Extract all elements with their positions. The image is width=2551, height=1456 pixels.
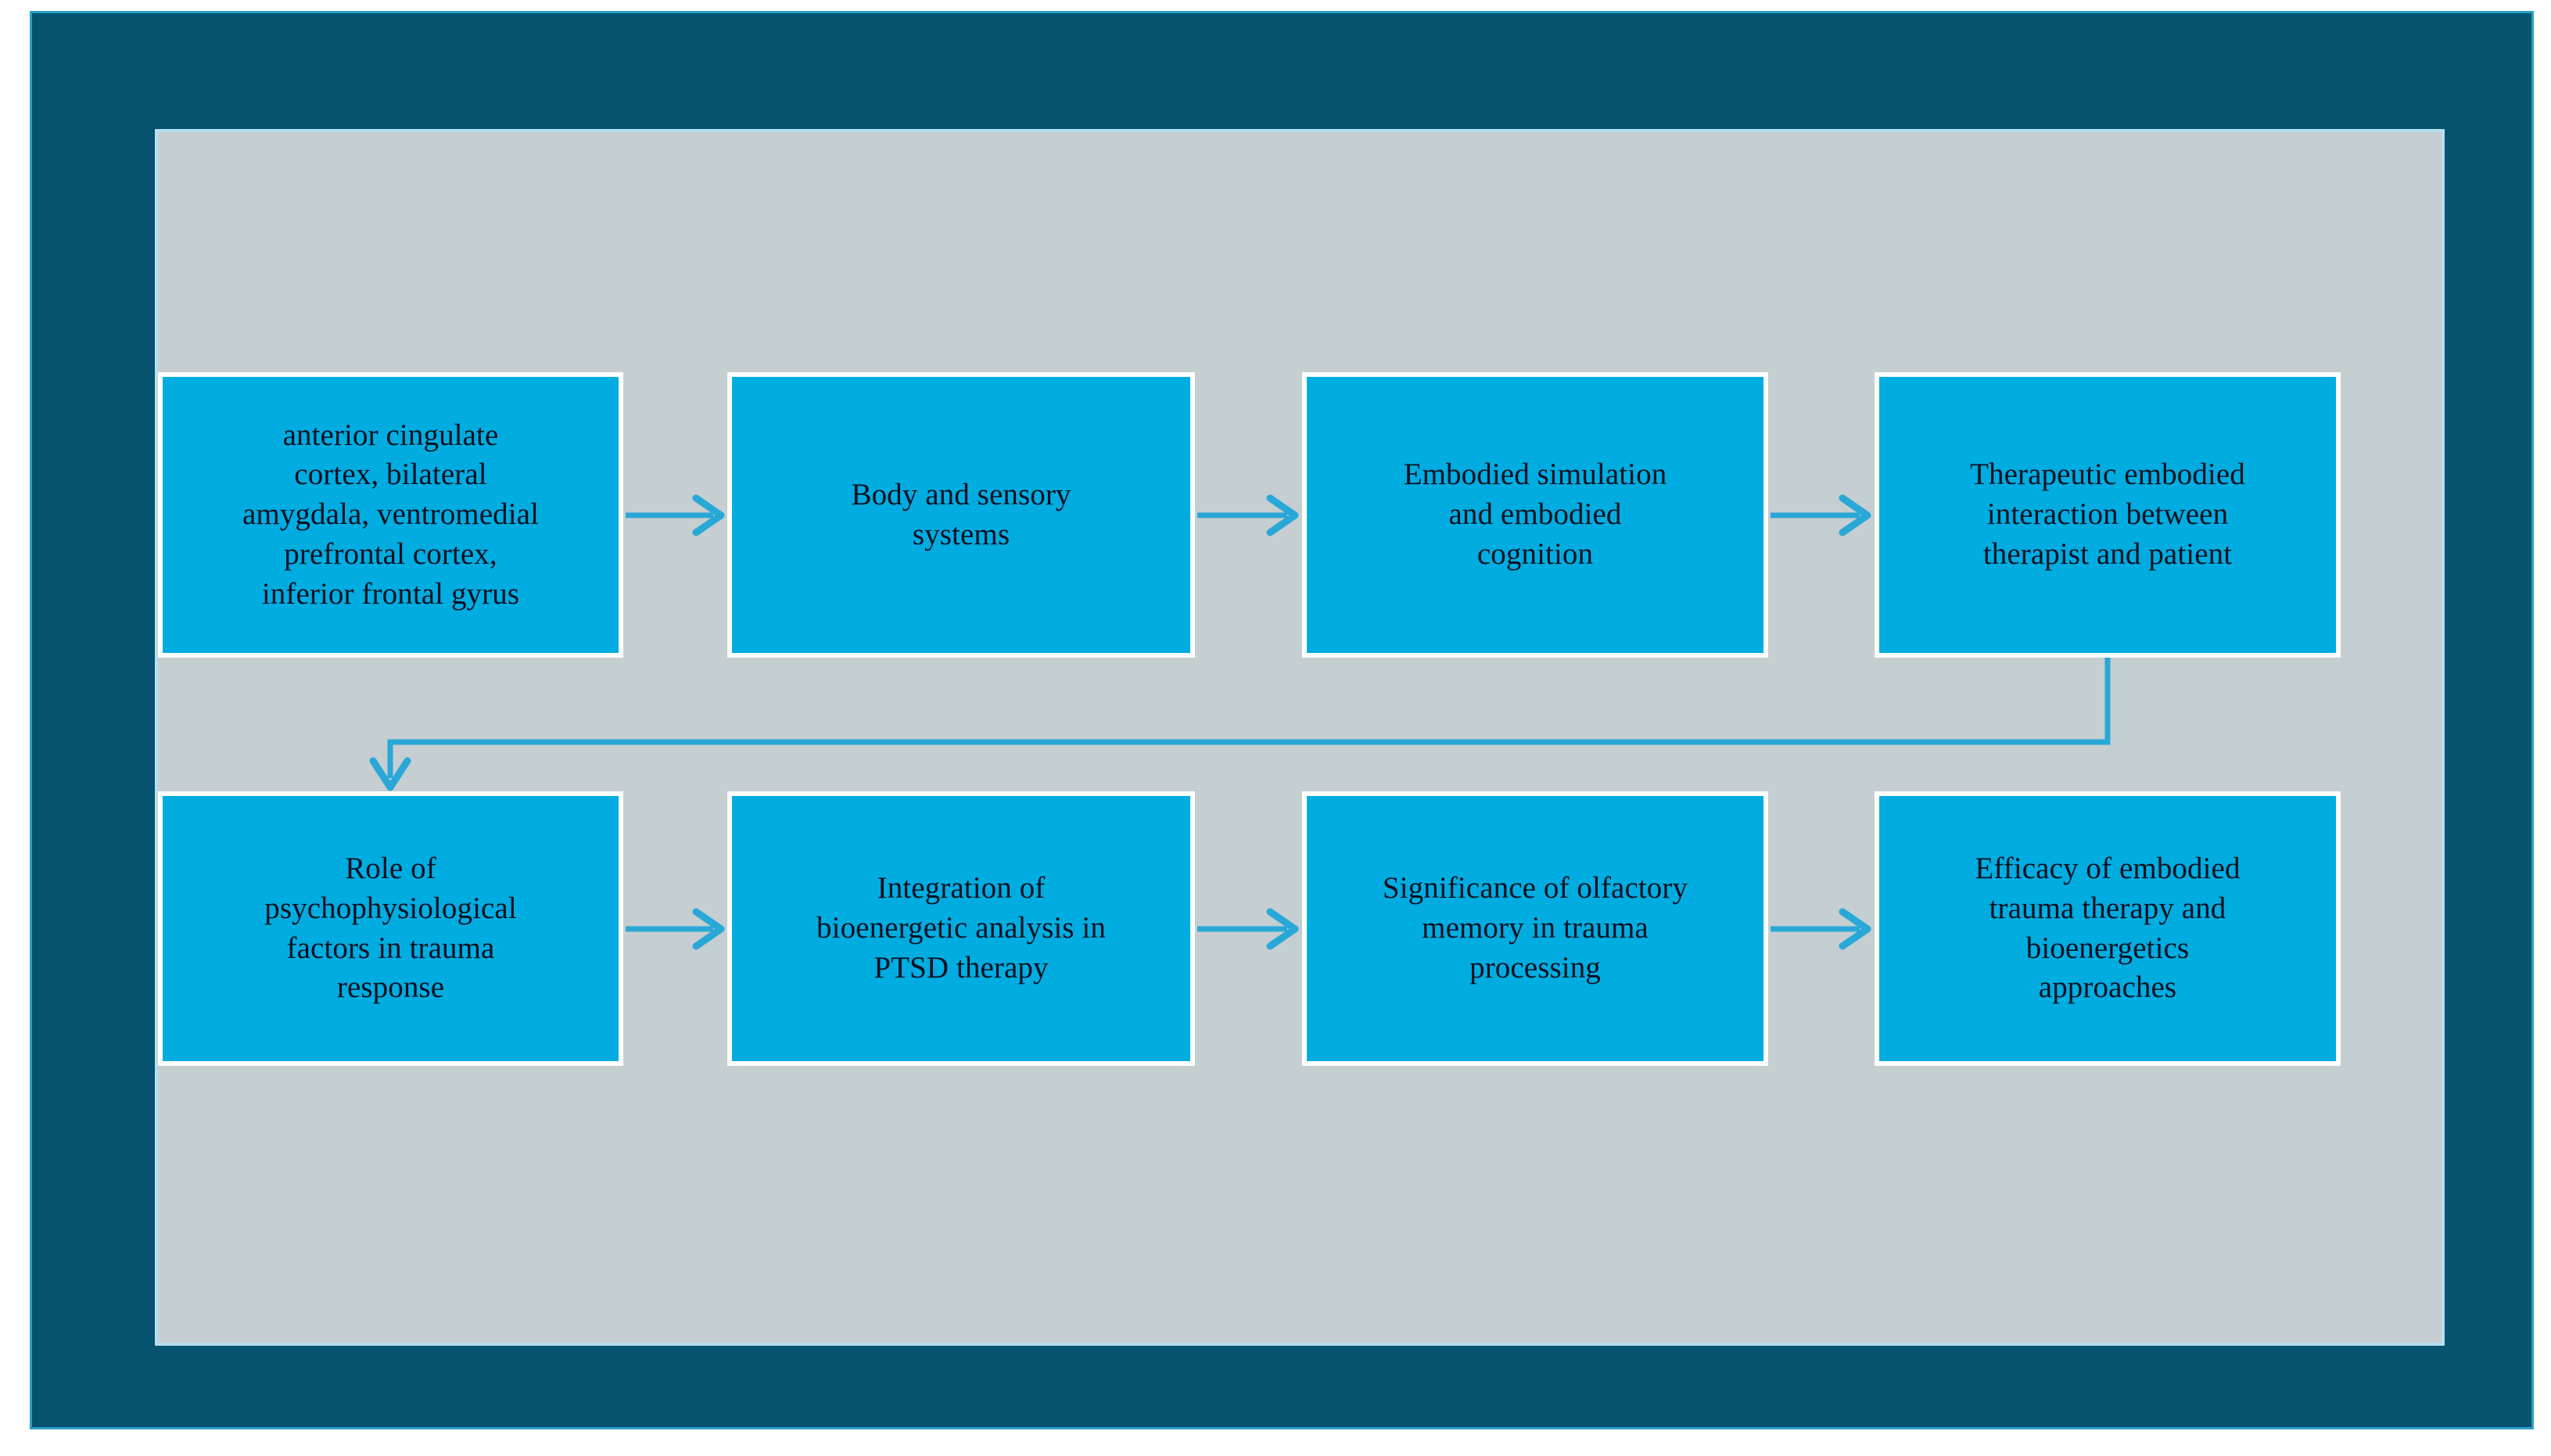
flowchart-node-olfactory-memory[interactable]: Significance of olfactory memory in trau… bbox=[1302, 791, 1768, 1066]
flowchart-node-efficacy-embodied-therapy[interactable]: Efficacy of embodied trauma therapy and … bbox=[1875, 791, 2341, 1066]
flowchart-node-embodied-simulation[interactable]: Embodied simulation and embodied cogniti… bbox=[1302, 372, 1768, 658]
edge-n3-n4 bbox=[1771, 494, 1871, 536]
flowchart-node-body-sensory-systems[interactable]: Body and sensory systems bbox=[727, 372, 1195, 658]
edge-n7-n8 bbox=[1771, 908, 1871, 950]
diagram-panel: anterior cingulate cortex, bilateral amy… bbox=[155, 129, 2445, 1346]
node-label: Significance of olfactory memory in trau… bbox=[1382, 871, 1688, 984]
outer-frame: anterior cingulate cortex, bilateral amy… bbox=[30, 11, 2534, 1429]
node-label: Embodied simulation and embodied cogniti… bbox=[1403, 457, 1667, 571]
edge-n1-n2 bbox=[626, 494, 725, 536]
flowchart-node-brain-regions[interactable]: anterior cingulate cortex, bilateral amy… bbox=[158, 372, 623, 658]
node-label: Body and sensory systems bbox=[851, 477, 1071, 551]
flowchart: anterior cingulate cortex, bilateral amy… bbox=[158, 132, 2442, 1343]
flowchart-node-therapeutic-interaction[interactable]: Therapeutic embodied interaction between… bbox=[1875, 372, 2341, 658]
connector-layer bbox=[369, 494, 2111, 950]
edge-n5-n6 bbox=[626, 908, 725, 950]
node-label: Therapeutic embodied interaction between… bbox=[1970, 457, 2245, 571]
node-label: Efficacy of embodied trauma therapy and … bbox=[1975, 852, 2241, 1005]
flowchart-node-bioenergetic-analysis[interactable]: Integration of bioenergetic analysis in … bbox=[727, 791, 1195, 1066]
node-label: Role of psychophysiological factors in t… bbox=[264, 852, 517, 1005]
edge-n2-n3 bbox=[1197, 494, 1299, 536]
edge-n4-n5 bbox=[369, 658, 2111, 791]
flowchart-node-psychophysiological-factors[interactable]: Role of psychophysiological factors in t… bbox=[158, 791, 623, 1066]
edge-n6-n7 bbox=[1197, 908, 1299, 950]
node-label: anterior cingulate cortex, bilateral amy… bbox=[242, 418, 540, 611]
node-label: Integration of bioenergetic analysis in … bbox=[816, 871, 1106, 984]
